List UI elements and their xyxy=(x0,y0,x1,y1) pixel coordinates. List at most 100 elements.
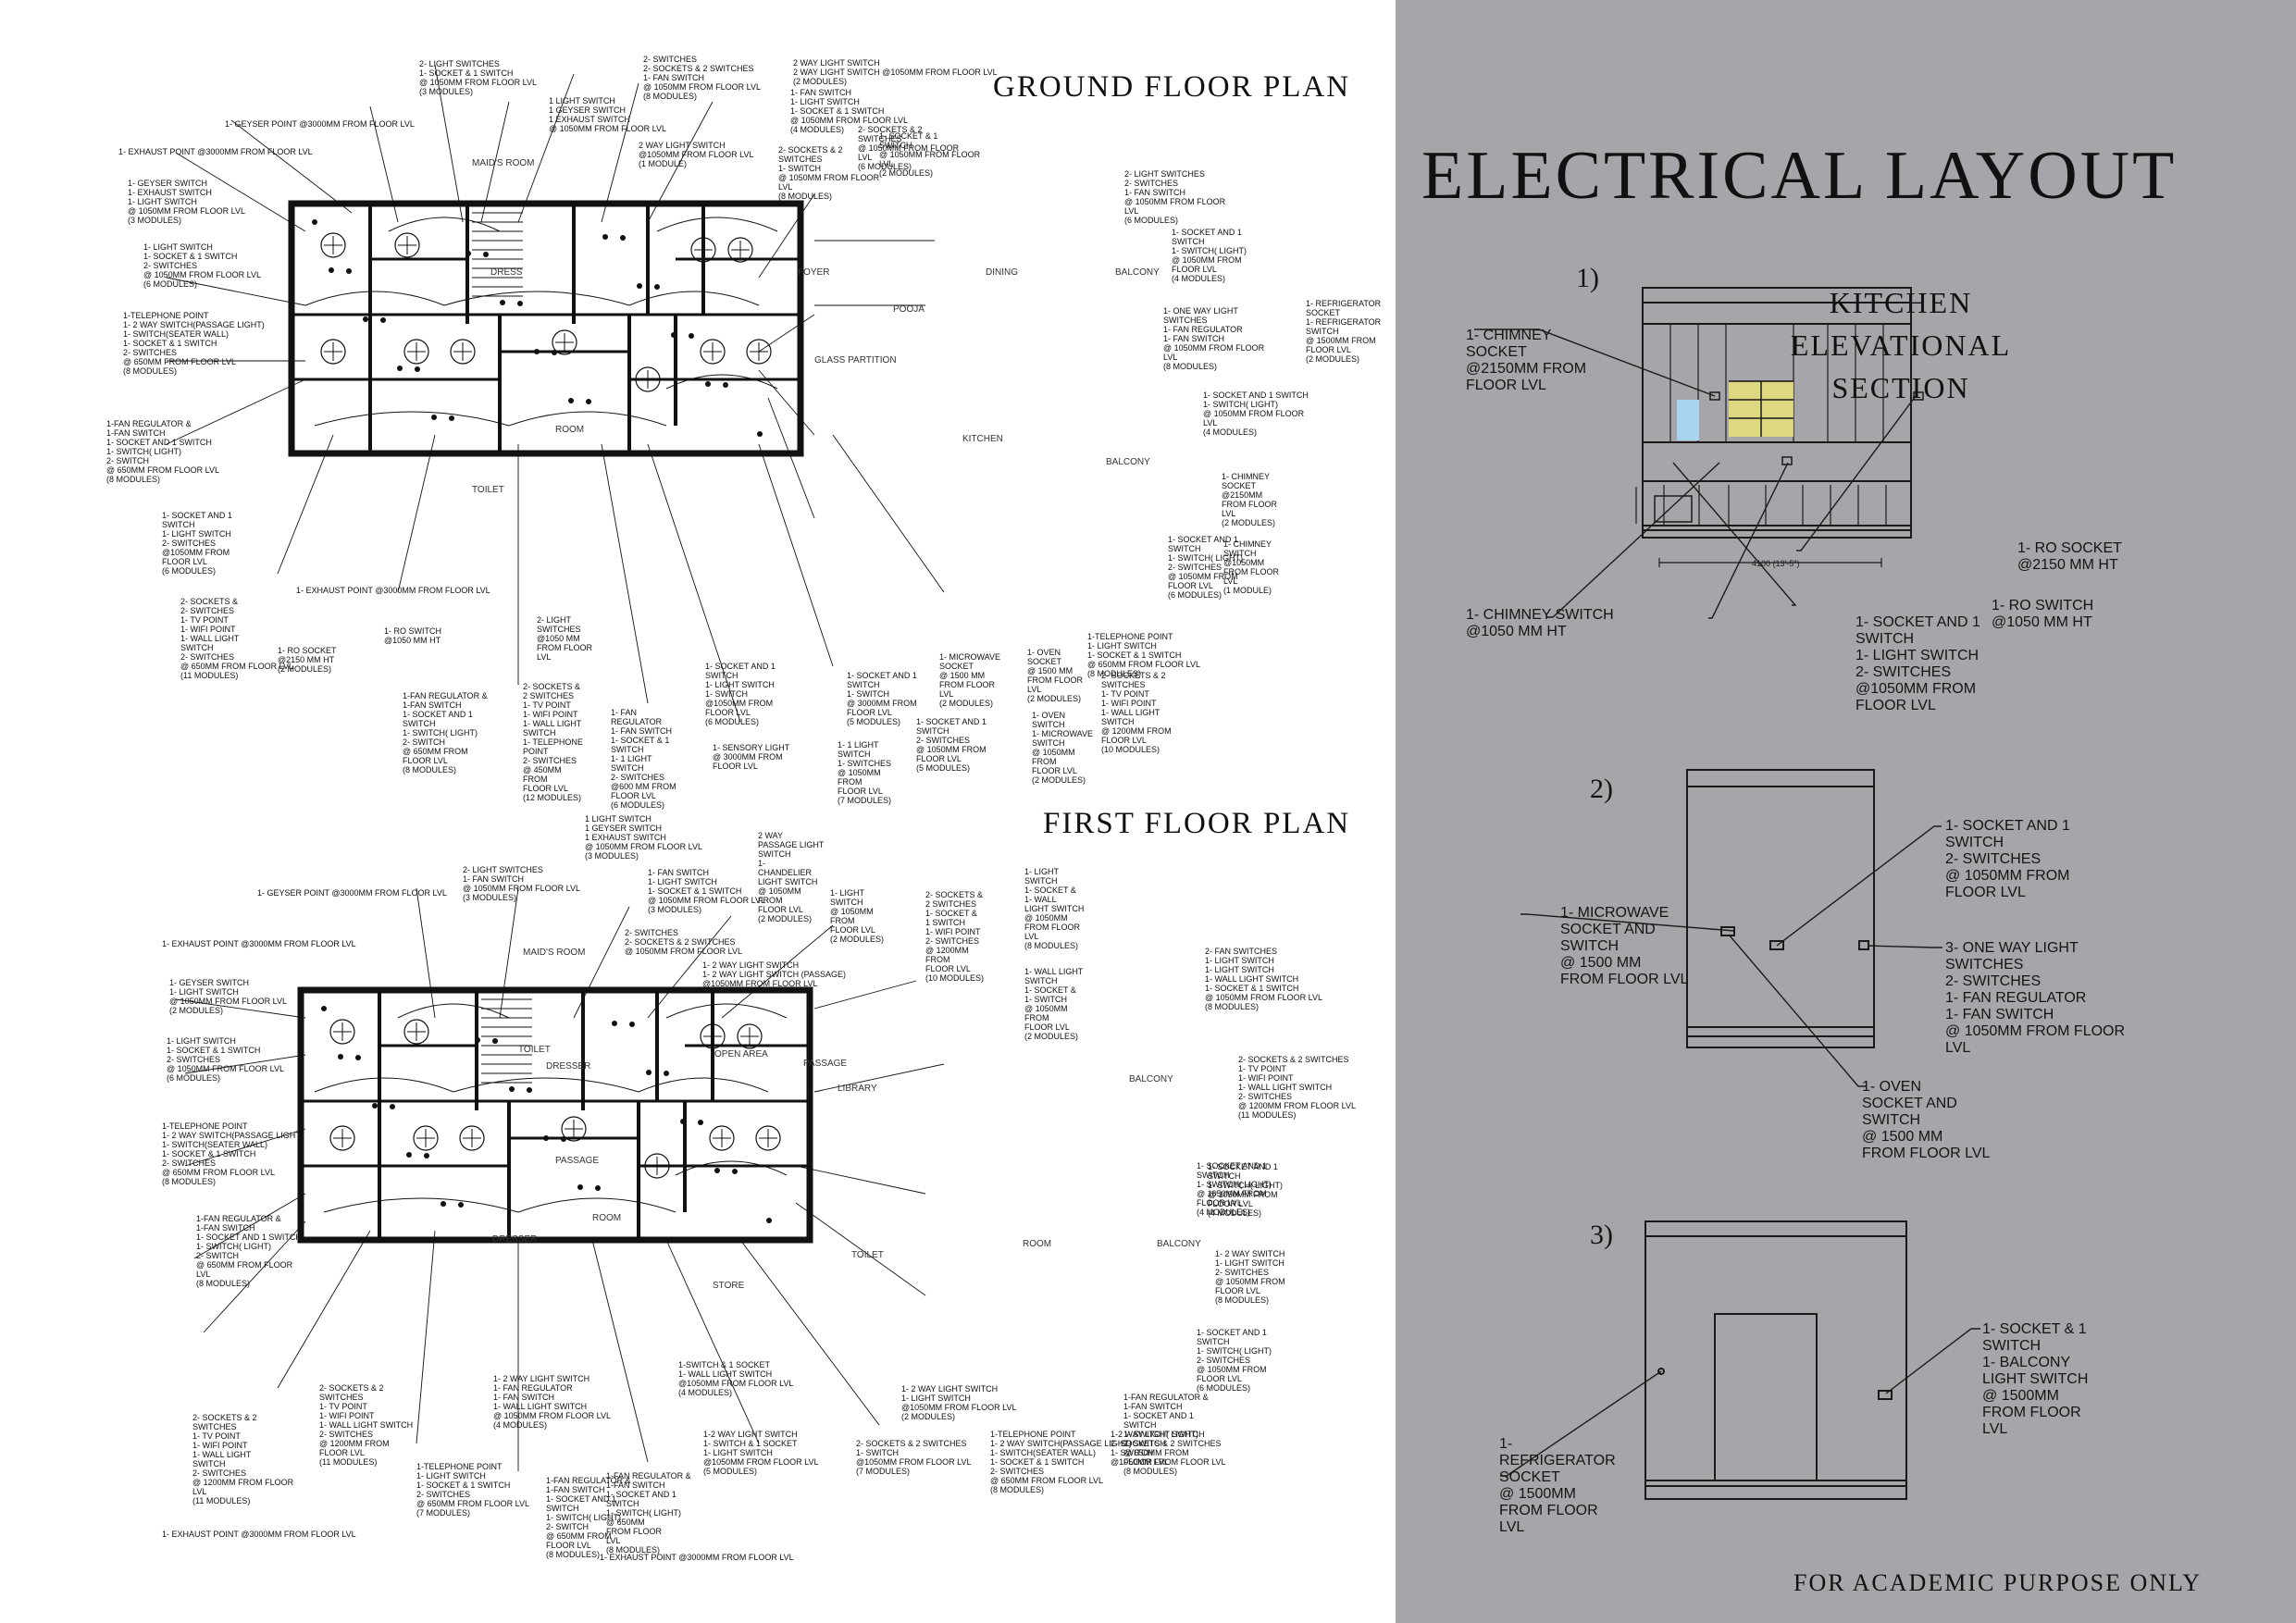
ground-floor-annotation: 2- LIGHT SWITCHES 2- SWITCHES 1- FAN SWI… xyxy=(1124,169,1226,225)
ground-floor-room-label: BALCONY xyxy=(1115,267,1160,278)
ground-floor-ceiling-fan xyxy=(552,329,577,355)
first-floor-ceiling-fan xyxy=(413,1125,439,1151)
first-floor-room-label: TOILET xyxy=(851,1250,884,1260)
ground-floor-annotation: 1- RO SOCKET @2150 MM HT (2 MODULES) xyxy=(278,646,337,674)
ro-socket-label: 1- RO SOCKET @2150 MM HT xyxy=(2017,540,2122,573)
first-floor-annotation: 1-TELEPHONE POINT 1- LIGHT SWITCH 1- SOC… xyxy=(416,1462,529,1518)
ground-floor-outer-wall xyxy=(288,200,804,457)
first-floor-wiring-run xyxy=(675,1160,788,1176)
first-floor-annotation: 1- SOCKET AND 1 SWITCH 1- SWITCH( LIGHT)… xyxy=(1197,1161,1272,1217)
chimney-socket-label: 1- CHIMNEY SOCKET @2150MM FROM FLOOR LVL xyxy=(1466,328,1587,393)
ground-floor-annotation: 1 LIGHT SWITCH 1 GEYSER SWITCH 1 EXHAUST… xyxy=(549,96,666,133)
first-floor-light-point xyxy=(355,1055,361,1060)
ground-floor-light-point xyxy=(397,365,403,371)
first-floor-room-label: DRESSER xyxy=(546,1061,591,1072)
ground-floor-annotation: 2- SOCKETS & 2 SWITCHES 1- TV POINT 1- W… xyxy=(1101,671,1172,754)
ground-floor-annotation: 1- RO SWITCH @1050 MM HT xyxy=(384,626,441,645)
ground-floor-light-point xyxy=(346,268,352,274)
ground-floor-annotation: 1- SOCKET & 1 SWITCH @ 1050MM FROM FLOOR… xyxy=(879,131,981,178)
first-floor-annotation: 1-FAN REGULATOR & 1-FAN SWITCH 1- SOCKET… xyxy=(546,1476,631,1559)
page-title: ELECTRICAL LAYOUT xyxy=(1421,138,2178,214)
first-floor-outer-wall xyxy=(297,986,813,1244)
ro-switch-label: 1- RO SWITCH @1050 MM HT xyxy=(1992,598,2094,630)
ground-floor-annotation: 1- OVEN SOCKET @ 1500 MM FROM FLOOR LVL … xyxy=(1027,648,1083,703)
ground-floor-light-point xyxy=(517,301,523,306)
ground-floor-annotation: 1- CHIMNEY SOCKET @2150MM FROM FLOOR LVL… xyxy=(1222,472,1277,527)
ground-floor-annotation: 2 WAY LIGHT SWITCH @1050MM FROM FLOOR LV… xyxy=(639,141,754,168)
first-floor-light-point xyxy=(629,1022,635,1027)
ground-floor-light-point xyxy=(637,283,642,289)
ground-floor-annotation: 1- ONE WAY LIGHT SWITCHES 1- FAN REGULAT… xyxy=(1163,306,1265,371)
ground-floor-light-point xyxy=(602,234,608,240)
ground-floor-annotation: 1- SOCKET AND 1 SWITCH 1- SWITCH @ 3000M… xyxy=(847,671,917,726)
ground-floor-annotation: 1- GEYSER SWITCH 1- EXHAUST SWITCH 1- LI… xyxy=(128,179,245,225)
annotation-leader xyxy=(758,443,834,667)
ground-floor-annotation: 1- FAN REGULATOR 1- FAN SWITCH 1- SOCKET… xyxy=(611,708,676,810)
ground-floor-wiring-run xyxy=(665,374,778,390)
elevation-drawings: 4100 (13'-5") xyxy=(1474,287,1980,1500)
first-floor-annotation: 1-TELEPHONE POINT 1- 2 WAY SWITCH(PASSAG… xyxy=(162,1121,304,1186)
first-floor-wiring-run xyxy=(453,1077,639,1093)
ground-floor-annotation: 1- EXHAUST POINT @3000MM FROM FLOOR LVL xyxy=(118,147,313,156)
ground-floor-annotation: 2- LIGHT SWITCHES @1050 MM FROM FLOOR LV… xyxy=(537,615,592,662)
ground-floor-annotation: 1- SOCKET AND 1 SWITCH 1- LIGHT SWITCH 2… xyxy=(162,511,232,576)
first-floor-ceiling-fan xyxy=(403,1019,429,1045)
ground-floor-annotation: 1- MICROWAVE SOCKET @ 1500 MM FROM FLOOR… xyxy=(939,652,1001,708)
ground-floor-light-point xyxy=(363,316,368,322)
chimney-switch-label: 1- CHIMNEY SWITCH @1050 MM HT xyxy=(1466,607,1614,639)
annotation-leader xyxy=(647,101,714,223)
first-floor-ceiling-fan xyxy=(644,1153,670,1179)
first-floor-ceiling-fan xyxy=(709,1125,735,1151)
ground-floor-light-point xyxy=(329,267,334,273)
light-switches-label: 3- ONE WAY LIGHT SWITCHES 2- SWITCHES 1-… xyxy=(1945,940,2126,1056)
ground-floor-light-point xyxy=(723,382,728,388)
first-floor-annotation: 2 WAY PASSAGE LIGHT SWITCH 1- CHANDELIER… xyxy=(758,831,825,923)
ground-floor-annotation: 1- SOCKET AND 1 SWITCH 1- SWITCH( LIGHT)… xyxy=(1203,390,1309,437)
ground-floor-light-point xyxy=(568,398,574,403)
section-number-3: 3) xyxy=(1590,1220,1613,1250)
ground-floor-wiring-run xyxy=(508,411,667,427)
ground-floor-ceiling-fan xyxy=(320,339,346,365)
annotation-leader xyxy=(175,998,306,1019)
refrigerator-label: 1- REFRIGERATOR SOCKET @ 1500MM FROM FLO… xyxy=(1499,1436,1616,1535)
ground-floor-annotation: 1- SOCKET AND 1 SWITCH 1- SWITCH( LIGHT)… xyxy=(1168,535,1243,600)
annotation-leader xyxy=(758,369,815,436)
ground-floor-room-label: FOYER xyxy=(798,267,830,278)
ground-floor-light-point xyxy=(586,399,591,404)
ground-floor-light-point xyxy=(757,431,763,437)
annotation-leader xyxy=(758,314,815,353)
first-floor-annotation: 2- SOCKETS & 2 SWITCHES 1- SWITCH @1050M… xyxy=(856,1439,972,1476)
ground-floor-annotation: 1-TELEPHONE POINT 1- 2 WAY SWITCH(PASSAG… xyxy=(123,311,265,376)
ground-floor-room-label: BALCONY xyxy=(1106,457,1150,467)
first-floor-annotation: 2- FAN SWITCHES 1- LIGHT SWITCH 1- LIGHT… xyxy=(1205,947,1322,1011)
annotation-leader xyxy=(480,101,510,223)
first-floor-annotation: 1- LIGHT SWITCH 1- SOCKET & 1 SWITCH 2- … xyxy=(167,1036,284,1083)
ground-floor-light-point xyxy=(312,219,317,225)
ground-floor-ceiling-fan xyxy=(700,339,726,365)
first-floor-wiring-run xyxy=(323,1197,519,1213)
annotation-leader xyxy=(758,193,815,279)
first-floor-ceiling-fan xyxy=(329,1019,355,1045)
first-floor-light-point xyxy=(390,1104,395,1109)
first-floor-room-label: STORE xyxy=(713,1281,745,1291)
first-floor-annotation: 1-SWITCH & 1 SOCKET 1- WALL LIGHT SWITCH… xyxy=(678,1360,794,1397)
first-floor-light-point xyxy=(680,1119,686,1124)
first-floor-light-point xyxy=(424,1153,429,1158)
ground-floor-light-point xyxy=(620,235,626,241)
annotation-leader xyxy=(369,105,399,223)
first-floor-wiring-run xyxy=(397,1003,510,1019)
first-floor-annotation: 2- SOCKETS & 2 SWITCHES 1- SOCKET & 1 SW… xyxy=(925,890,985,983)
first-floor-annotation: 1- LIGHT SWITCH @ 1050MM FROM FLOOR LVL … xyxy=(830,888,885,944)
first-floor-light-point xyxy=(458,1202,464,1208)
annotation-leader xyxy=(795,1202,926,1296)
first-floor-annotation: 1- EXHAUST POINT @3000MM FROM FLOOR LVL xyxy=(162,939,356,948)
annotation-leader xyxy=(434,64,464,223)
first-floor-room-label: DRESSER xyxy=(492,1234,538,1245)
first-floor-light-point xyxy=(612,1021,617,1026)
annotation-leader xyxy=(813,1063,945,1093)
ground-floor-room-label: POOJA xyxy=(893,304,925,315)
ground-floor-wiring-run xyxy=(443,291,630,306)
first-floor-light-point xyxy=(475,1037,480,1043)
annotation-leader xyxy=(795,1165,926,1195)
first-floor-annotation: 1-FAN REGULATOR & 1-FAN SWITCH 1- SOCKET… xyxy=(606,1471,691,1555)
